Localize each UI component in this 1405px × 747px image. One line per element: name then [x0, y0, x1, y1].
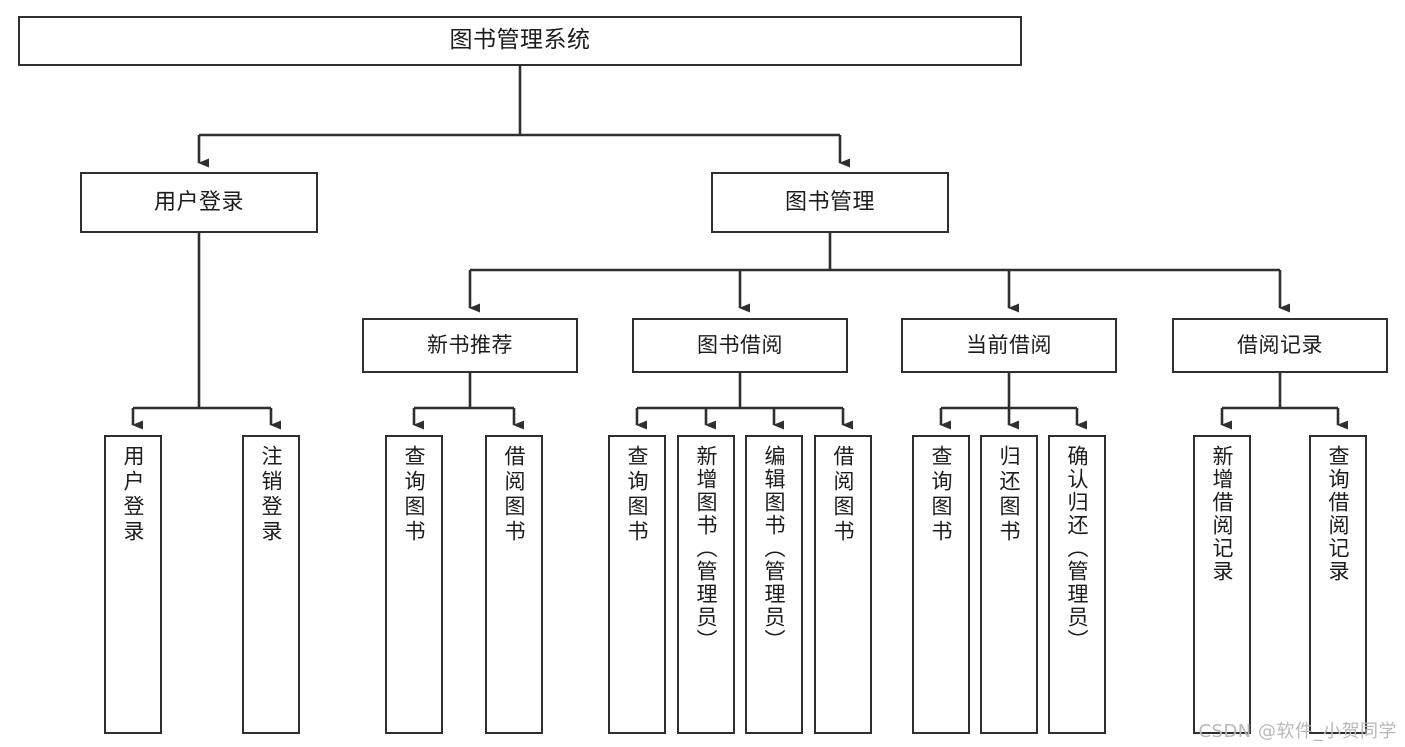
node-label: 查询图书 — [402, 445, 427, 545]
leaf-book-borrow-add-admin[interactable]: 新增图书（管理员） — [677, 435, 735, 734]
leaf-book-borrow-edit-admin[interactable]: 编辑图书（管理员） — [745, 435, 803, 734]
node-borrow-record[interactable]: 借阅记录 — [1172, 318, 1388, 373]
node-label: 借阅记录 — [1237, 333, 1323, 358]
node-current-borrow[interactable]: 当前借阅 — [901, 318, 1117, 373]
node-label: 查询借阅记录 — [1326, 445, 1351, 583]
node-label: 查询图书 — [625, 445, 650, 545]
node-new-book-recommend[interactable]: 新书推荐 — [362, 318, 578, 373]
leaf-user-login-logout[interactable]: 注销登录 — [242, 435, 300, 734]
node-book-management[interactable]: 图书管理 — [711, 172, 949, 233]
node-label: 注销登录 — [259, 445, 284, 545]
node-label: 新增借阅记录 — [1210, 445, 1235, 583]
leaf-book-borrow-borrow[interactable]: 借阅图书 — [814, 435, 872, 734]
leaf-new-book-borrow[interactable]: 借阅图书 — [485, 435, 543, 734]
leaf-current-borrow-query[interactable]: 查询图书 — [912, 435, 970, 734]
leaf-borrow-record-add[interactable]: 新增借阅记录 — [1193, 435, 1251, 734]
node-label: 确认归还（管理员） — [1065, 445, 1090, 652]
node-label: 用户登录 — [153, 189, 244, 215]
leaf-book-borrow-query[interactable]: 查询图书 — [608, 435, 666, 734]
node-label: 图书管理 — [784, 189, 875, 215]
leaf-current-borrow-confirm-admin[interactable]: 确认归还（管理员） — [1048, 435, 1106, 734]
node-user-login[interactable]: 用户登录 — [80, 172, 318, 233]
node-label: 新书推荐 — [427, 333, 513, 358]
node-book-borrow[interactable]: 图书借阅 — [632, 318, 848, 373]
node-root-system[interactable]: 图书管理系统 — [18, 16, 1022, 66]
leaf-borrow-record-query[interactable]: 查询借阅记录 — [1309, 435, 1367, 734]
node-label: 图书管理系统 — [449, 27, 591, 54]
leaf-user-login-login[interactable]: 用户登录 — [104, 435, 162, 734]
leaf-new-book-query[interactable]: 查询图书 — [385, 435, 443, 734]
leaf-current-borrow-return[interactable]: 归还图书 — [980, 435, 1038, 734]
node-label: 图书借阅 — [697, 333, 783, 358]
watermark-text: CSDN @软件_小贺同学 — [1198, 721, 1397, 742]
node-label: 用户登录 — [121, 445, 146, 545]
node-label: 归还图书 — [997, 445, 1022, 545]
node-label: 查询图书 — [929, 445, 954, 545]
node-label: 编辑图书（管理员） — [762, 445, 787, 652]
node-label: 新增图书（管理员） — [694, 445, 719, 652]
node-label: 借阅图书 — [831, 445, 856, 545]
node-label: 借阅图书 — [502, 445, 527, 545]
node-label: 当前借阅 — [966, 333, 1052, 358]
